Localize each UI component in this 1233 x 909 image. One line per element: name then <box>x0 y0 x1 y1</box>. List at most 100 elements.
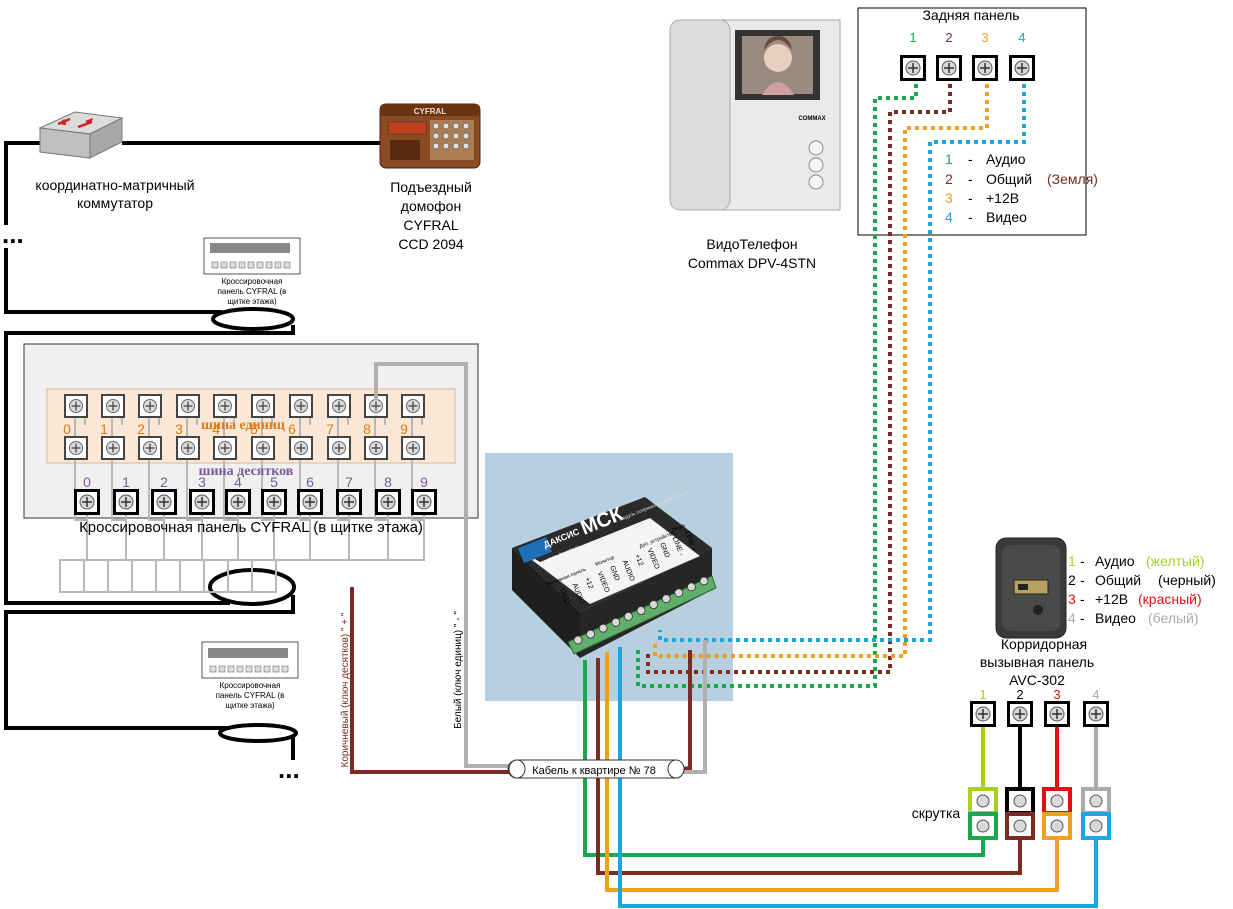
legend-text: +12В <box>986 190 1019 206</box>
rear-panel-box <box>857 7 1087 236</box>
units-digit: 5 <box>250 421 258 437</box>
terminal-icon <box>972 55 998 81</box>
small-panel-label-2: панель CYFRAL (в <box>218 287 287 296</box>
tens-digit: 3 <box>198 474 206 490</box>
screw-icon <box>649 600 658 609</box>
tens-digit: 5 <box>270 474 278 490</box>
small-panel-label-2: панель CYFRAL (в <box>216 691 285 700</box>
avc-terminals: 1 2 3 4 <box>970 687 1109 727</box>
avc-legend-text: Видео <box>1095 610 1136 626</box>
small-panel-label-3: щитке этажа) <box>225 701 275 710</box>
rear-terminal-label: 3 <box>981 30 988 45</box>
units-digit: 1 <box>100 421 108 437</box>
avc-terminal-label: 1 <box>979 687 986 702</box>
terminal-icon <box>64 436 88 460</box>
terminal-icon <box>213 394 237 418</box>
videophone-brand: COMMAX <box>798 116 825 122</box>
legend-dash: - <box>968 151 973 167</box>
legend-text: Видео <box>986 209 1027 225</box>
avc-label-1: Корридорная <box>1001 636 1087 652</box>
terminal-icon <box>176 436 200 460</box>
tens-digit: 7 <box>345 474 353 490</box>
tens-digit: 9 <box>420 474 428 490</box>
ellipsis-bottom: ... <box>278 754 300 784</box>
terminal-icon <box>289 436 313 460</box>
terminal-icon <box>1007 701 1033 727</box>
terminal-icon <box>64 394 88 418</box>
terminal-icon <box>1044 701 1070 727</box>
terminal-icon <box>138 436 162 460</box>
avc-legend-dash: - <box>1080 572 1085 588</box>
avc-legend-color: (желтый) <box>1146 553 1204 569</box>
avc-legend-num: 2 <box>1068 572 1076 588</box>
legend-num: 3 <box>945 190 953 206</box>
avc-legend-num: 3 <box>1068 591 1076 607</box>
intercom-label-3: CYFRAL <box>403 217 458 233</box>
units-digit: 0 <box>63 421 71 437</box>
avc-label-2: вызывная панель <box>980 654 1094 670</box>
screw-icon <box>611 617 621 627</box>
msk-terminal-screws <box>573 576 709 645</box>
screw-icon <box>598 623 608 633</box>
avc-legend-color: (черный) <box>1158 572 1216 588</box>
intercom-label-2: домофон <box>401 198 461 214</box>
avc-terminal-label: 3 <box>1053 687 1060 702</box>
terminal-icon <box>101 394 125 418</box>
msk-column-label: Линия <box>671 523 687 534</box>
ellipsis-top: ... <box>2 219 24 249</box>
terminal-icon <box>213 436 237 460</box>
avc-legend-num: 1 <box>1068 553 1076 569</box>
rear-panel-title: Задняя панель <box>922 7 1019 23</box>
terminal-icon <box>225 489 251 515</box>
rear-terminal-label: 1 <box>909 30 916 45</box>
apartment-cable <box>350 362 707 774</box>
avc-legend-dash: - <box>1080 610 1085 626</box>
network-wiring <box>4 141 383 760</box>
brown-wire-label: Коричневый (ключ десятков) " + " <box>340 612 351 767</box>
tens-digit: 0 <box>83 474 91 490</box>
rear-terminal-label: 4 <box>1018 30 1025 45</box>
units-digit: 4 <box>212 421 220 437</box>
small-cross-panel-bottom: Кроссировочная панель CYFRAL (в щитке эт… <box>201 641 299 710</box>
avc-label-3: AVC-302 <box>1009 672 1065 688</box>
videophone-device: COMMAX <box>669 19 841 211</box>
tens-bus-label: шина десятков <box>199 464 294 479</box>
twist-connectors <box>968 787 1111 840</box>
dotted-wires <box>636 84 1026 688</box>
legend-text: Аудио <box>986 151 1026 167</box>
terminal-icon <box>1009 55 1035 81</box>
screw-icon <box>586 629 595 639</box>
avc-legend-color: (красный) <box>1138 591 1202 607</box>
avc-legend-dash: - <box>1080 553 1085 569</box>
terminal-icon <box>289 394 313 418</box>
msk-pin-label: +12 <box>633 553 644 567</box>
avc-panel-device <box>995 537 1067 639</box>
units-digit: 3 <box>175 421 183 437</box>
screw-icon <box>624 612 633 621</box>
screw-icon <box>674 588 684 598</box>
cross-panel-label: Кроссировочная панель CYFRAL (в щитке эт… <box>79 519 423 536</box>
screw-icon <box>687 582 696 592</box>
terminal-icon <box>297 489 323 515</box>
terminal-icon <box>364 436 388 460</box>
tens-digit: 2 <box>160 474 168 490</box>
units-digit: 8 <box>363 421 371 437</box>
terminal-icon <box>261 489 287 515</box>
cable-jacket <box>507 759 685 779</box>
screw-icon <box>573 635 583 645</box>
avc-legend-text: +12В <box>1095 591 1128 607</box>
videophone-label-1: ВидоТелефон <box>706 236 797 252</box>
small-cross-panel-top: Кроссировочная панель CYFRAL (в щитке эт… <box>203 237 301 306</box>
legend-num: 4 <box>945 209 953 225</box>
avc-legend-color: (белый) <box>1148 610 1199 626</box>
intercom-device: CYFRAL <box>379 103 481 169</box>
terminal-icon <box>401 436 425 460</box>
terminal-icon <box>375 489 401 515</box>
terminal-icon <box>101 436 125 460</box>
screw-icon <box>699 576 709 586</box>
rear-terminal-label: 2 <box>945 30 952 45</box>
small-panel-label-1: Кроссировочная <box>220 681 281 690</box>
intercom-label-1: Подъездный <box>390 179 472 195</box>
